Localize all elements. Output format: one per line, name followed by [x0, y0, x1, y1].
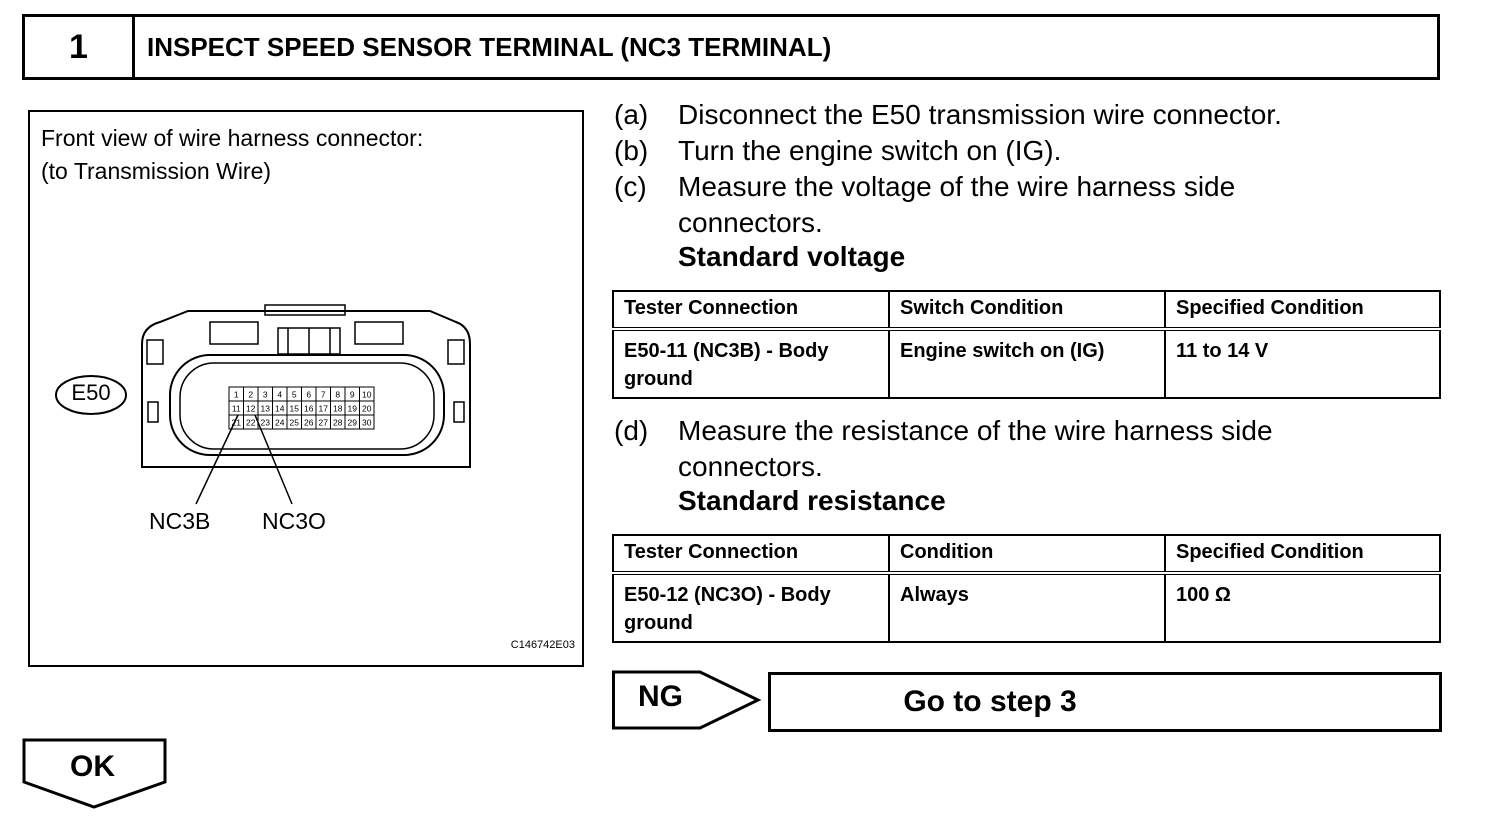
pin-number: 13 [261, 404, 271, 414]
pin-number: 9 [350, 390, 355, 400]
pin-number: 4 [277, 390, 282, 400]
step-d-text-1: Measure the resistance of the wire harne… [678, 415, 1273, 446]
pin-cavity [359, 414, 375, 430]
leader-nc3b [195, 414, 239, 505]
ng-result: NG [612, 670, 762, 735]
pin-number: 5 [292, 390, 297, 400]
caption-line-1: Front view of wire harness connector: [41, 125, 424, 151]
pin-number: 18 [333, 404, 343, 414]
pin-number: 15 [290, 404, 300, 414]
voltage-tester-line-1: E50-11 (NC3B) - Body [624, 340, 829, 362]
pin-number: 10 [362, 390, 372, 400]
resistance-header-specified: Specified Condition [1164, 534, 1441, 575]
resistance-header-condition: Condition [888, 534, 1166, 575]
pin-number: 26 [304, 418, 314, 428]
procedure-b: (b) Turn the engine switch on (IG). [614, 133, 1414, 169]
step-b-letter: (b) [614, 135, 649, 166]
nc3o-label: NC3O [262, 508, 326, 534]
pin-number: 1 [234, 390, 239, 400]
inner-shell-inner [179, 362, 435, 450]
resistance-header-tester: Tester Connection [612, 534, 890, 575]
pin-number: 22 [246, 418, 256, 428]
standard-resistance-heading: Standard resistance [678, 485, 946, 516]
pin-number: 2 [248, 390, 253, 400]
ok-result: OK [22, 738, 168, 815]
voltage-table: Tester Connection Switch Condition Speci… [612, 290, 1441, 399]
step-d-text-2: connectors. [678, 451, 823, 482]
voltage-header-tester: Tester Connection [612, 290, 890, 331]
step-c-text-2: connectors. [678, 207, 823, 238]
resistance-cell-tester: E50-12 (NC3O) - Body ground [612, 572, 890, 643]
caption-line-2: (to Transmission Wire) [41, 158, 272, 184]
step-d-letter: (d) [614, 415, 649, 446]
ok-arrow-down-icon [22, 738, 167, 809]
step-header: 1 INSPECT SPEED SENSOR TERMINAL (NC3 TER… [22, 14, 1440, 80]
step-title: INSPECT SPEED SENSOR TERMINAL (NC3 TERMI… [147, 31, 832, 62]
resistance-tester-line-2: ground [624, 612, 693, 634]
voltage-cell-specified: 11 to 14 V [1164, 328, 1441, 399]
pin-number: 28 [333, 418, 343, 428]
step-b-text: Turn the engine switch on (IG). [678, 135, 1062, 166]
pin-number: 24 [275, 418, 285, 428]
step-a-letter: (a) [614, 99, 649, 130]
nc3b-label: NC3B [149, 508, 211, 534]
pin-number: 8 [335, 390, 340, 400]
voltage-header-specified: Specified Condition [1164, 290, 1441, 331]
pin-number: 27 [319, 418, 329, 428]
voltage-cell-tester: E50-11 (NC3B) - Body ground [612, 328, 890, 399]
step-c-text-1: Measure the voltage of the wire harness … [678, 171, 1236, 202]
pin-number: 17 [319, 404, 329, 414]
resistance-table: Tester Connection Condition Specified Co… [612, 534, 1441, 643]
pin-number: 7 [321, 390, 326, 400]
pin-number: 6 [306, 390, 311, 400]
right-clip [453, 401, 465, 423]
step-a-text: Disconnect the E50 transmission wire con… [678, 99, 1282, 130]
ok-label: OK [70, 750, 115, 783]
pin-number: 16 [304, 404, 314, 414]
ng-arrow-icon [612, 670, 762, 730]
resistance-cell-condition: Always [888, 572, 1166, 643]
resistance-cell-specified: 100 Ω [1164, 572, 1441, 643]
procedure-c: (c) Measure the voltage of the wire harn… [614, 169, 1414, 241]
top-slot-right [354, 321, 404, 345]
step-c-letter: (c) [614, 171, 647, 202]
pin-number: 14 [275, 404, 285, 414]
voltage-header-switch: Switch Condition [888, 290, 1166, 331]
connector-id-label: E50 [71, 380, 111, 405]
left-clip [147, 401, 159, 423]
figure-code: C146742E03 [510, 639, 575, 651]
pin-number: 21 [232, 418, 242, 428]
pin-number: 30 [362, 418, 372, 428]
pin-number: 11 [232, 404, 241, 414]
procedure-d: (d) Measure the resistance of the wire h… [614, 413, 1414, 485]
pin-number: 25 [290, 418, 300, 428]
connector-illustration: Front view of wire harness connector: (t… [28, 110, 584, 667]
top-latch [264, 304, 346, 316]
connector-id-ellipse [55, 375, 127, 415]
left-lug [146, 339, 164, 365]
standard-voltage-heading: Standard voltage [678, 241, 906, 272]
step-number: 1 [25, 17, 135, 77]
inner-shell-outer [169, 354, 445, 456]
resistance-tester-line-1: E50-12 (NC3O) - Body [624, 584, 831, 606]
right-lug [447, 339, 465, 365]
ng-label: NG [638, 680, 683, 713]
top-slot-left [209, 321, 259, 345]
pin-number: 23 [261, 418, 271, 428]
go-to-step-text: Go to step 3 [903, 685, 1077, 718]
pin-number: 20 [362, 404, 372, 414]
pin-number: 12 [246, 404, 256, 414]
voltage-cell-switch: Engine switch on (IG) [888, 328, 1166, 399]
go-to-step-box: Go to step 3 [768, 672, 1442, 732]
pin-number: 3 [263, 390, 268, 400]
procedure-a: (a) Disconnect the E50 transmission wire… [614, 97, 1414, 133]
pin-number: 19 [348, 404, 358, 414]
connector-housing [141, 310, 471, 468]
voltage-tester-line-2: ground [624, 368, 693, 390]
leader-nc3o [254, 414, 293, 505]
pin-number: 29 [348, 418, 358, 428]
